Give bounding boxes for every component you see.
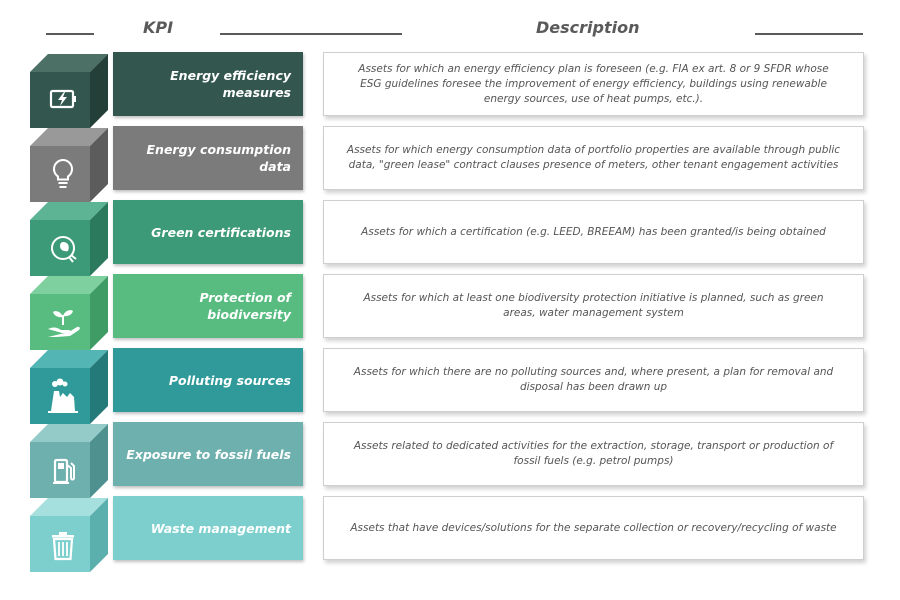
battery-charging-icon <box>33 79 93 123</box>
factory-smoke-icon <box>33 375 93 419</box>
kpi-cube <box>30 126 108 202</box>
header-line-mid <box>220 33 402 35</box>
header-line-right <box>755 33 863 35</box>
kpi-label: Exposure to fossil fuels <box>113 422 303 486</box>
kpi-row: Energy consumption data Assets for which … <box>0 126 900 202</box>
kpi-description: Assets for which a certification (e.g. L… <box>323 200 864 264</box>
kpi-row: Exposure to fossil fuels Assets related t… <box>0 422 900 498</box>
kpi-description: Assets that have devices/solutions for t… <box>323 496 864 560</box>
kpi-description: Assets for which there are no polluting … <box>323 348 864 412</box>
trash-bin-icon <box>33 523 93 567</box>
kpi-label: Energy efficiency measures <box>113 52 303 116</box>
kpi-row: Polluting sources Assets for which there … <box>0 348 900 424</box>
kpi-row: Protection of biodiversity Assets for whi… <box>0 274 900 350</box>
kpi-description: Assets related to dedicated activities f… <box>323 422 864 486</box>
kpi-description: Assets for which at least one biodiversi… <box>323 274 864 338</box>
kpi-label: Polluting sources <box>113 348 303 412</box>
kpi-row: Waste management Assets that have devices… <box>0 496 900 572</box>
kpi-cube <box>30 348 108 424</box>
light-bulb-icon <box>33 153 93 197</box>
kpi-row: Energy efficiency measures Assets for whi… <box>0 52 900 128</box>
hand-sprout-icon <box>33 301 93 345</box>
header-line-left <box>46 33 94 35</box>
kpi-label: Protection of biodiversity <box>113 274 303 338</box>
kpi-row: Green certifications Assets for which a c… <box>0 200 900 276</box>
kpi-cube <box>30 274 108 350</box>
kpi-label: Waste management <box>113 496 303 560</box>
kpi-description: Assets for which an energy efficiency pl… <box>323 52 864 116</box>
kpi-description: Assets for which energy consumption data… <box>323 126 864 190</box>
eco-plug-icon <box>33 227 93 271</box>
kpi-header: KPI <box>143 18 174 37</box>
fuel-pump-icon <box>33 449 93 493</box>
description-header: Description <box>536 18 640 37</box>
kpi-label: Green certifications <box>113 200 303 264</box>
kpi-label: Energy consumption data <box>113 126 303 190</box>
kpi-cube <box>30 496 108 572</box>
kpi-cube <box>30 422 108 498</box>
kpi-cube <box>30 200 108 276</box>
kpi-cube <box>30 52 108 128</box>
